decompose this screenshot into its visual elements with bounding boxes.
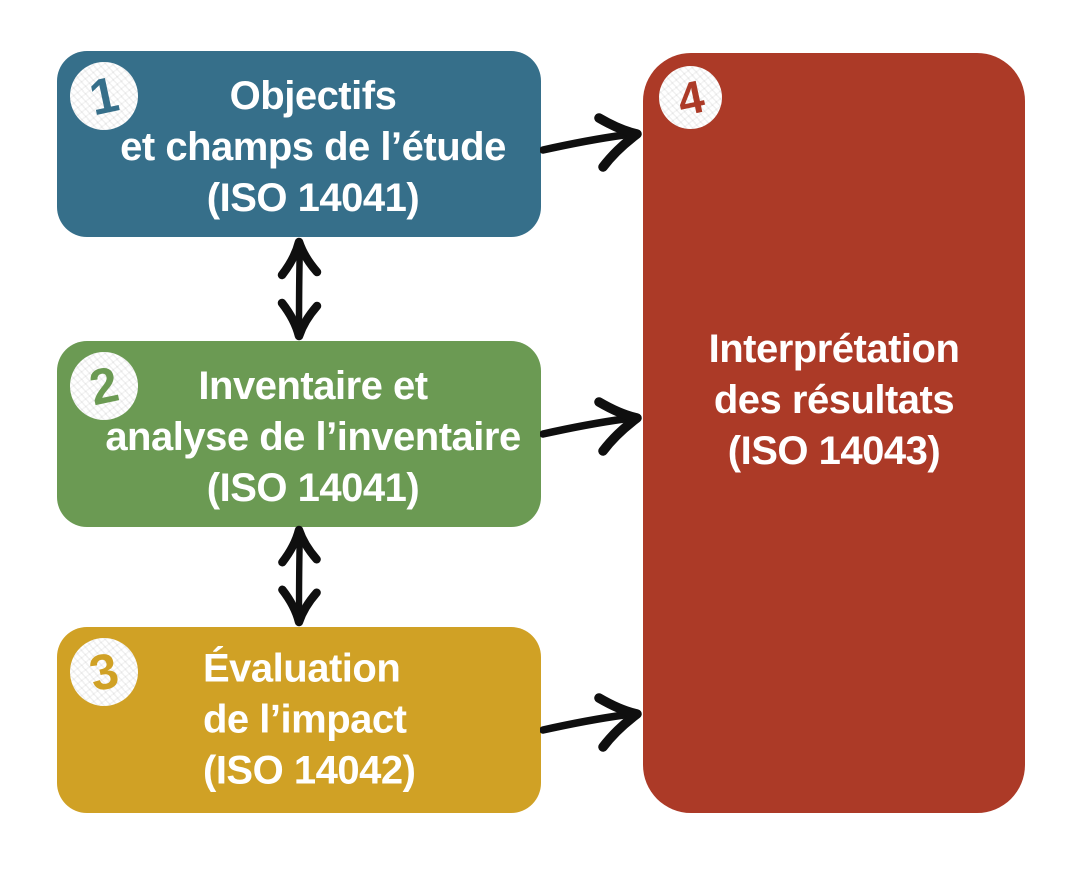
box-inventaire-line-3: (ISO 14041): [206, 465, 420, 510]
step-number-1: 1: [84, 65, 124, 127]
box-evaluation-line-3: (ISO 14042): [203, 748, 416, 793]
step-number-2: 2: [84, 355, 124, 417]
box-evaluation-text: Évaluation de l’impact (ISO 14042): [203, 644, 416, 797]
box-inventaire-line-2: analyse de l’inventaire: [105, 414, 521, 459]
box-interpretation-line-3: (ISO 14043): [727, 428, 941, 473]
box-interpretation-text: Interprétation des résultats (ISO 14043): [709, 324, 960, 477]
box-objectifs-text: Objectifs et champs de l’étude (ISO 1404…: [92, 65, 506, 224]
box-objectifs: 1 Objectifs et champs de l’étude (ISO 14…: [57, 51, 541, 237]
step-badge-3: 3: [70, 638, 138, 706]
box-inventaire: 2 Inventaire et analyse de l’inventaire …: [57, 341, 541, 527]
step-badge-4: 4: [659, 66, 722, 129]
box-interpretation-line-2: des résultats: [713, 377, 955, 422]
box-evaluation-line-1: Évaluation: [203, 646, 401, 691]
box-evaluation-line-2: de l’impact: [203, 697, 407, 742]
box-interpretation: 4 Interprétation des résultats (ISO 1404…: [643, 53, 1025, 813]
arrow-objectifs-to-interpretation-icon: [540, 113, 642, 172]
step-badge-2: 2: [70, 352, 138, 420]
box-objectifs-line-1: Objectifs: [229, 73, 397, 118]
box-objectifs-line-3: (ISO 14041): [206, 175, 420, 220]
step-number-3: 3: [84, 641, 124, 703]
box-interpretation-line-1: Interprétation: [708, 326, 960, 371]
box-inventaire-line-1: Inventaire et: [198, 363, 428, 408]
step-number-4: 4: [672, 69, 709, 126]
box-evaluation: 3 Évaluation de l’impact (ISO 14042): [57, 627, 541, 813]
arrow-inventaire-to-interpretation-icon: [540, 397, 642, 456]
box-inventaire-text: Inventaire et analyse de l’inventaire (I…: [77, 355, 521, 514]
arrow-evaluation-to-interpretation-icon: [540, 693, 642, 752]
arrow-inventaire-evaluation-bidirectional-icon: [278, 525, 321, 627]
step-badge-1: 1: [70, 62, 138, 130]
box-objectifs-line-2: et champs de l’étude: [120, 124, 506, 169]
arrow-objectifs-inventaire-bidirectional-icon: [277, 237, 322, 341]
